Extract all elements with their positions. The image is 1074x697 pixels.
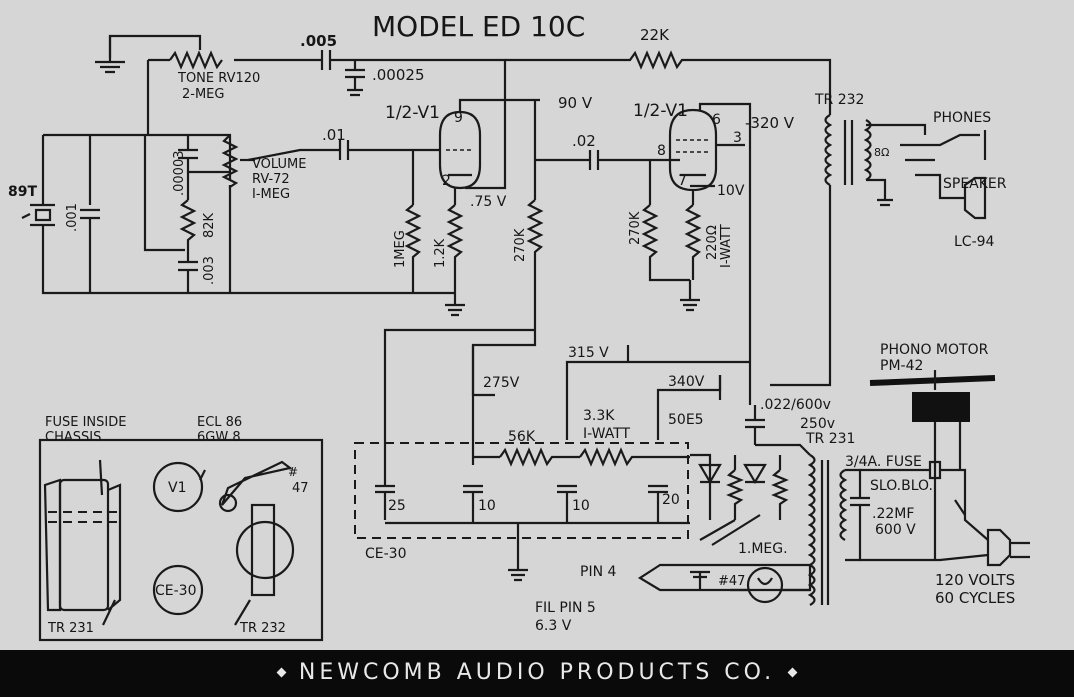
label-ce30: CE-30	[365, 546, 407, 562]
label-v1a: 1/2-V1	[385, 103, 440, 123]
label-c10b: 10	[572, 498, 590, 514]
label-speaker: SPEAKER	[943, 176, 1007, 192]
label-cap-02: .02	[572, 132, 596, 150]
label-60-cycles: 60 CYCLES	[935, 589, 1015, 607]
label-tube-50e5: 50E5	[668, 412, 704, 428]
label-pin8: 8	[657, 143, 666, 159]
label-r-220-watt: I-WATT	[719, 224, 734, 268]
power-supply-wires	[354, 323, 811, 582]
label-c20: 20	[662, 492, 680, 508]
label-r-56k: 56K	[508, 429, 536, 445]
label-volume: VOLUME	[252, 157, 306, 172]
label-inset-ce30: CE-30	[155, 583, 197, 599]
label-r-270k-b: 270K	[628, 211, 643, 245]
label-v-320: -320 V	[745, 114, 795, 132]
second-stage-wires	[505, 50, 832, 323]
label-inset-tr232: TR 232	[239, 621, 286, 636]
label-c25: 25	[388, 498, 406, 514]
label-cap-003: .003	[202, 256, 217, 285]
label-fuse-type: SLO.BLO.	[870, 478, 933, 494]
input-network-wires	[21, 34, 507, 295]
label-speaker-ohms: 8Ω	[874, 146, 889, 159]
output-transformer	[770, 114, 987, 387]
chassis-layout-inset	[38, 438, 324, 642]
phono-motor	[869, 370, 996, 422]
schematic-title: MODEL ED 10C	[372, 10, 585, 43]
label-r-82k: 82K	[202, 212, 217, 238]
label-tr232: TR 232	[814, 92, 864, 108]
label-inset-tr231: TR 231	[47, 621, 94, 636]
power-transformer	[807, 410, 1030, 606]
schematic-sheet: MODEL ED 10C	[0, 0, 1074, 650]
label-inset-chassis: CHASSIS	[45, 430, 101, 445]
label-tone-value: 2-MEG	[182, 87, 224, 102]
label-cap-005: .005	[300, 32, 337, 50]
label-r-3-3k-watt: I-WATT	[583, 426, 630, 442]
label-cap-00025: .00025	[372, 66, 425, 84]
label-cap-01: .01	[322, 126, 346, 144]
label-inset-lamp: 47	[292, 481, 309, 496]
label-tone: TONE RV120	[177, 71, 260, 86]
component-labels: TONE RV120 2-MEG .005 .00025 22K 1/2-V1 …	[8, 26, 1015, 636]
label-cap-022: .022/600v	[760, 397, 831, 413]
label-lamp: #47	[718, 574, 745, 589]
label-v-340: 340V	[668, 374, 705, 390]
footer-company-name: NEWCOMB AUDIO PRODUCTS CO.	[298, 660, 776, 685]
label-inset-6gw8: 6GW 8	[197, 430, 241, 445]
label-cap-22mf: .22MF	[872, 506, 914, 522]
label-fil-v: 6.3 V	[535, 618, 572, 634]
footer-company: NEWCOMB AUDIO PRODUCTS CO.	[0, 660, 1074, 685]
label-v-90: 90 V	[558, 94, 593, 112]
filament-circuit	[637, 563, 812, 604]
label-inset-v1: V1	[168, 480, 186, 496]
label-r-1-2k: 1.2K	[433, 238, 448, 268]
label-v-315: 315 V	[568, 345, 609, 361]
label-phones: PHONES	[933, 110, 991, 126]
label-volume-part: RV-72	[252, 172, 290, 187]
footer-bar: NEWCOMB AUDIO PRODUCTS CO.	[0, 650, 1074, 697]
label-xtal: 89T	[8, 184, 37, 200]
label-r-22k: 22K	[640, 26, 670, 44]
label-v-275: 275V	[483, 375, 520, 391]
label-tr231: TR 231	[805, 431, 855, 447]
label-r-1meg-b: 1.MEG.	[738, 541, 788, 557]
label-v1b: 1/2-V1	[633, 101, 688, 121]
label-fil-pin5: FIL PIN 5	[535, 600, 596, 616]
label-inset-fuse: FUSE INSIDE	[45, 415, 126, 430]
label-pin2: 2	[442, 173, 451, 189]
label-pin9: 9	[454, 110, 463, 126]
tube-v1b	[668, 102, 752, 350]
label-phono-model: PM-42	[880, 358, 923, 374]
schematic-diagram: MODEL ED 10C	[8, 10, 1030, 642]
label-r-220: 220Ω	[705, 225, 720, 260]
diamond-left-icon	[276, 667, 287, 678]
label-pin3: 3	[733, 130, 742, 146]
label-c10a: 10	[478, 498, 496, 514]
label-cap-001: .001	[65, 203, 80, 232]
tube-v1a	[438, 98, 507, 317]
label-r-270k-a: 270K	[513, 228, 528, 262]
label-cap-00003: .00003	[172, 151, 187, 197]
diamond-right-icon	[787, 667, 798, 678]
label-volume-value: I-MEG	[252, 187, 290, 202]
label-120-volts: 120 VOLTS	[935, 571, 1015, 589]
label-inset-ecl86: ECL 86	[197, 415, 242, 430]
label-v-75: .75 V	[470, 194, 507, 210]
label-inset-lamp-hash: #	[288, 465, 298, 479]
label-pin6: 6	[712, 112, 721, 128]
label-lc94: LC-94	[954, 234, 995, 250]
label-r-1meg: 1MEG	[393, 230, 408, 268]
label-pin7: 7	[678, 173, 687, 189]
label-fuse: 3/4A. FUSE	[845, 454, 922, 470]
label-v-10: 10V	[717, 183, 745, 199]
label-r-3-3k: 3.3K	[583, 408, 615, 424]
label-pin4: PIN 4	[580, 564, 616, 580]
label-cap-22mf-v: 600 V	[875, 522, 916, 538]
label-v-250: 250v	[800, 416, 835, 432]
label-phono-motor: PHONO MOTOR	[880, 342, 989, 358]
